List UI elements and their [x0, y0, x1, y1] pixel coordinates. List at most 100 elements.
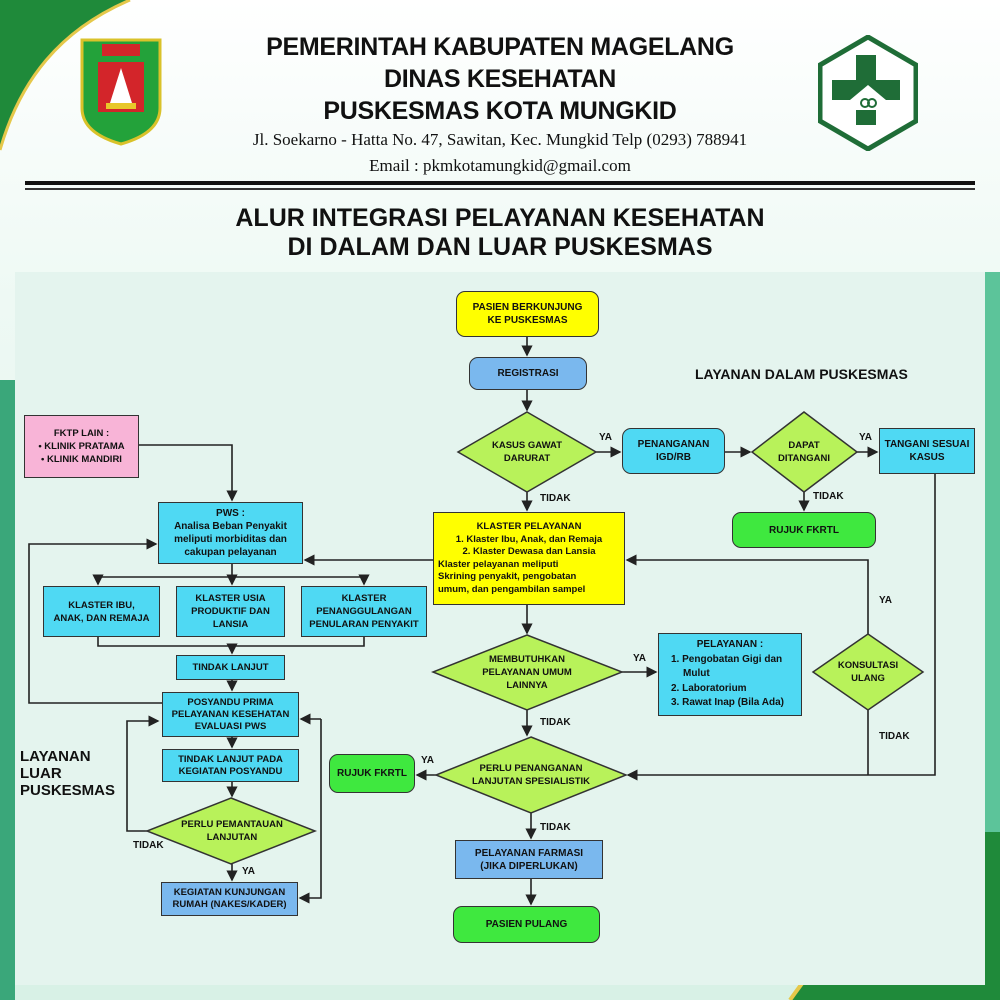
- node-text-line: PRODUKTIF DAN: [191, 606, 270, 617]
- page-title-line-2: DI DALAM DAN LUAR PUSKESMAS: [287, 233, 713, 261]
- label-tidak: TIDAK: [540, 717, 571, 728]
- node-text-line: 1. Klaster Ibu, Anak, dan Remaja: [455, 533, 603, 545]
- node-pelayanan: PELAYANAN : 1. Pengobatan Gigi dan Mulut…: [658, 633, 802, 716]
- node-text-line: PWS :: [216, 508, 245, 519]
- node-text-line: meliputi morbiditas dan: [174, 534, 287, 545]
- node-text-line: LANJUTAN: [206, 832, 258, 843]
- node-rujuk-fkrtl-bottom: RUJUK FKRTL: [329, 754, 415, 793]
- node-text-line: • KLINIK MANDIRI: [41, 454, 122, 465]
- node-tindak-lanjut: TINDAK LANJUT: [176, 655, 285, 680]
- label-ya: YA: [859, 432, 872, 443]
- decision-membutuhkan: [430, 634, 625, 711]
- node-text-line: IGD/RB: [656, 452, 691, 463]
- node-text-line: Mulut: [683, 668, 710, 680]
- node-text-line: PELAYANAN FARMASI: [474, 847, 584, 859]
- label-ya: YA: [421, 755, 434, 766]
- node-text-line: cakupan pelayanan: [184, 547, 277, 558]
- node-text-line: LANJUTAN SPESIALISTIK: [471, 776, 591, 787]
- section-luar-line: PUSKESMAS: [20, 782, 116, 799]
- node-text-line: EVALUASI PWS: [194, 720, 267, 732]
- label-tidak: TIDAK: [133, 840, 164, 851]
- node-text-line: DARURAT: [503, 453, 551, 464]
- node-text-line: KLASTER IBU,: [68, 599, 135, 611]
- node-text-line: PENANGANAN: [637, 439, 710, 450]
- label-ya: YA: [633, 653, 646, 664]
- node-text-line: PERLU PEMANTAUAN: [181, 819, 283, 830]
- node-text-line: KONSULTASI: [837, 660, 899, 671]
- node-text-line: PERLU PENANGANAN: [479, 763, 583, 774]
- node-text-line: PENULARAN PENYAKIT: [309, 619, 419, 630]
- node-text-line: KEGIATAN KUNJUNGAN: [173, 887, 286, 898]
- node-text-line: Analisa Beban Penyakit: [174, 521, 287, 532]
- node-text-line: • KLINIK PRATAMA: [38, 441, 125, 452]
- node-text-line: KLASTER: [341, 593, 387, 604]
- node-text-line: KE PUSKESMAS: [487, 315, 568, 326]
- node-text-line: TANGANI SESUAI: [884, 439, 970, 450]
- node-text-line: ULANG: [851, 673, 885, 684]
- header-address: Jl. Soekarno - Hatta No. 47, Sawitan, Ke…: [252, 130, 748, 149]
- node-text-line: TINDAK LANJUT PADA: [178, 753, 283, 765]
- node-tangani-sesuai-kasus: TANGANI SESUAI KASUS: [879, 428, 975, 474]
- node-text-line: Klaster pelayanan meliputi: [438, 558, 559, 570]
- node-text-line: KLASTER USIA: [195, 593, 266, 604]
- node-klaster-pelayanan: KLASTER PELAYANAN 1. Klaster Ibu, Anak, …: [433, 512, 625, 605]
- node-text-line: DITANGANI: [777, 453, 831, 464]
- node-text-line: PASIEN BERKUNJUNG: [472, 302, 583, 313]
- node-text-line: KASUS: [909, 452, 945, 463]
- node-fktp-lain: FKTP LAIN :• KLINIK PRATAMA• KLINIK MAND…: [24, 415, 139, 478]
- node-pasien-berkunjung: PASIEN BERKUNJUNG KE PUSKESMAS: [456, 291, 599, 337]
- decision-spesialistik: [433, 736, 629, 814]
- decision-konsultasi: [811, 633, 925, 711]
- label-tidak: TIDAK: [813, 491, 844, 502]
- node-text-line: POSYANDU PRIMA: [187, 696, 274, 708]
- label-ya: YA: [242, 866, 255, 877]
- puskesmas-logo: [818, 35, 918, 151]
- node-text-line: PELAYANAN :: [696, 639, 764, 651]
- decision-dapat-text: DAPAT DITANGANI: [760, 430, 848, 474]
- node-pelayanan-farmasi: PELAYANAN FARMASI(JIKA DIPERLUKAN): [455, 840, 603, 879]
- node-text-line: PELAYANAN KESEHATAN: [171, 708, 290, 720]
- node-text-line: MEMBUTUHKAN: [489, 653, 565, 665]
- header-email: Email : pkmkotamungkid@gmail.com: [369, 156, 631, 175]
- node-text-line: Skrining penyakit, pengobatan: [438, 571, 577, 582]
- node-text-line: umum, dan pengambilan sampel: [438, 583, 586, 595]
- node-text-line: KEGIATAN POSYANDU: [178, 765, 283, 777]
- label-ya: YA: [599, 432, 612, 443]
- section-layanan-dalam: LAYANAN DALAM PUSKESMAS: [695, 366, 908, 382]
- node-text-line: PELAYANAN UMUM: [482, 666, 572, 678]
- node-registrasi: REGISTRASI: [469, 357, 587, 390]
- decision-gawat-darurat: [456, 411, 598, 493]
- node-text-line: PENANGGULANGAN: [316, 606, 412, 617]
- header-line-3: PUSKESMAS KOTA MUNGKID: [323, 97, 677, 125]
- node-text-line: 2. Laboratorium: [671, 682, 747, 694]
- decision-konsultasi-text: KONSULTASI ULANG: [825, 655, 911, 689]
- label-tidak: TIDAK: [540, 822, 571, 833]
- decision-pemantauan-text: PERLU PEMANTAUAN LANJUTAN: [176, 815, 288, 847]
- kabupaten-magelang-logo: [80, 38, 162, 146]
- header-line-1: PEMERINTAH KABUPATEN MAGELANG: [266, 33, 734, 61]
- decision-spesialistik-text: PERLU PENANGANAN LANJUTAN SPESIALISTIK: [466, 758, 596, 792]
- section-luar-line: LUAR: [20, 765, 62, 782]
- node-text-line: 1. Pengobatan Gigi dan: [671, 653, 783, 665]
- node-pws: PWS : Analisa Beban Penyakit meliputi morb…: [158, 502, 303, 564]
- node-klaster-ibu: KLASTER IBU,ANAK, DAN REMAJA: [43, 586, 160, 637]
- decision-pemantauan: [144, 797, 318, 865]
- node-penanganan-igd: PENANGANAN IGD/RB: [622, 428, 725, 474]
- label-tidak: TIDAK: [879, 731, 910, 742]
- node-text-line: 3. Rawat Inap (Bila Ada): [671, 697, 784, 709]
- node-text-line: DAPAT: [788, 440, 820, 451]
- header-divider-thick: [25, 181, 975, 185]
- header-line-2: DINAS KESEHATAN: [383, 65, 617, 93]
- node-rujuk-fkrtl-top: RUJUK FKRTL: [732, 512, 876, 548]
- node-text-line: ANAK, DAN REMAJA: [53, 612, 150, 624]
- header-divider-thin: [25, 188, 975, 190]
- node-pasien-pulang: PASIEN PULANG: [453, 906, 600, 943]
- section-luar-line: LAYANAN: [20, 748, 91, 765]
- node-text-line: 2. Klaster Dewasa dan Lansia: [462, 546, 596, 557]
- section-layanan-luar: LAYANAN LUAR PUSKESMAS: [20, 748, 115, 799]
